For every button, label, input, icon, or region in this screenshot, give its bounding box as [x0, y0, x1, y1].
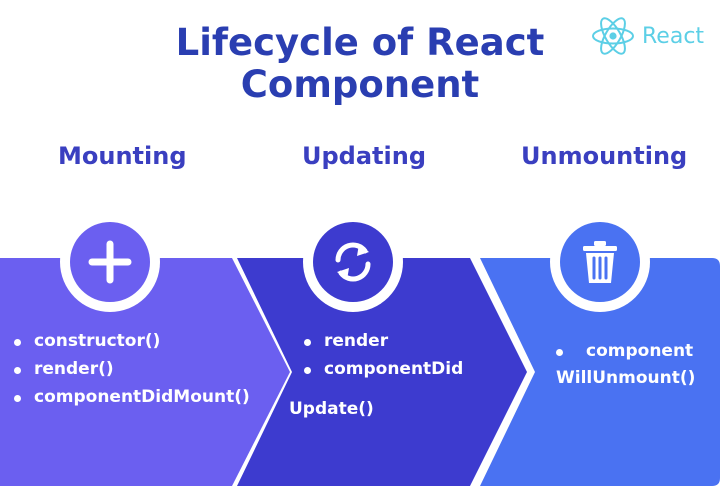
updating-method-continuation: Update(): [289, 399, 374, 419]
list-item: constructor(): [12, 331, 250, 351]
phase-title-unmounting: Unmounting: [521, 142, 688, 170]
arrow-unmounting: [480, 258, 720, 486]
unmounting-icon-badge: [550, 212, 650, 312]
plus-icon: [88, 240, 132, 284]
title-line-1: Lifecycle of React: [175, 21, 545, 64]
refresh-icon: [335, 242, 371, 282]
trash-icon: [583, 241, 617, 283]
arrow-mounting: [0, 258, 290, 486]
unmounting-method-list: component: [554, 341, 693, 369]
title-line-2: Component: [240, 63, 480, 106]
diagram-title: Lifecycle of React Component: [0, 22, 720, 106]
updating-icon-badge: [303, 212, 403, 312]
list-item: componentDid: [302, 359, 463, 379]
list-item: componentDidMount(): [12, 387, 250, 407]
arrow-updating: [237, 258, 527, 486]
phase-title-mounting: Mounting: [58, 142, 187, 170]
updating-method-list: render componentDid: [302, 331, 463, 387]
react-logo: React: [590, 14, 710, 58]
mounting-method-list: constructor() render() componentDidMount…: [12, 331, 250, 415]
mounting-icon-badge: [60, 212, 160, 312]
list-item: component: [554, 341, 693, 361]
list-item: render: [302, 331, 463, 351]
phase-title-updating: Updating: [302, 142, 427, 170]
list-item: render(): [12, 359, 250, 379]
unmounting-method-continuation: WillUnmount(): [556, 368, 696, 388]
react-atom-icon: [592, 17, 634, 55]
react-logo-text: React: [642, 23, 705, 49]
